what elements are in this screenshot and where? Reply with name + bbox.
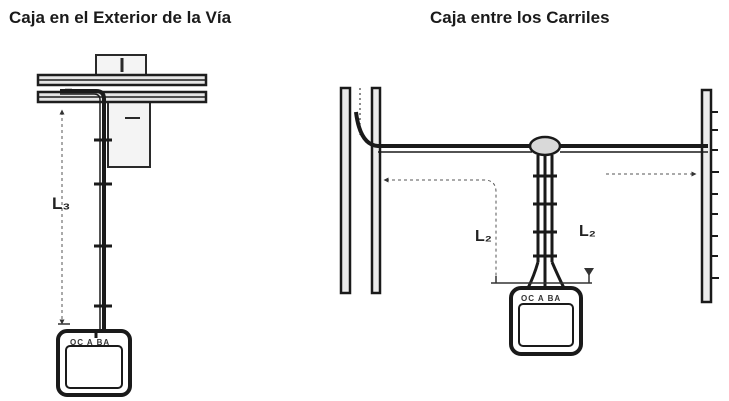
left-rail [339,86,382,295]
dimension-line-left [383,177,592,284]
junction-box-left [56,329,132,397]
right-diagram: L₂ L₂ OC A BA [339,86,719,356]
dimension-line-l3 [58,109,70,325]
cross-cable [354,111,708,153]
right-diagram-title: Caja entre los Carriles [430,8,610,27]
left-diagram: L₃ OC A BA [36,54,208,397]
rail-section [36,73,208,104]
cable-splice [528,135,562,157]
cable-ties [94,138,112,308]
distance-label-left: L₂ [475,228,492,245]
box-label-left: OC A BA [70,338,110,347]
cable-bundle [60,88,106,332]
distance-label-l3: L₃ [52,194,70,213]
dimension-line-right [584,171,697,283]
box-label-right: OC A BA [521,294,561,303]
right-rail [700,88,719,304]
distance-label-right: L₂ [579,223,596,240]
cable-ties-right [533,174,557,258]
left-diagram-title: Caja en el Exterior de la Vía [9,8,232,27]
junction-box-right [509,286,583,356]
